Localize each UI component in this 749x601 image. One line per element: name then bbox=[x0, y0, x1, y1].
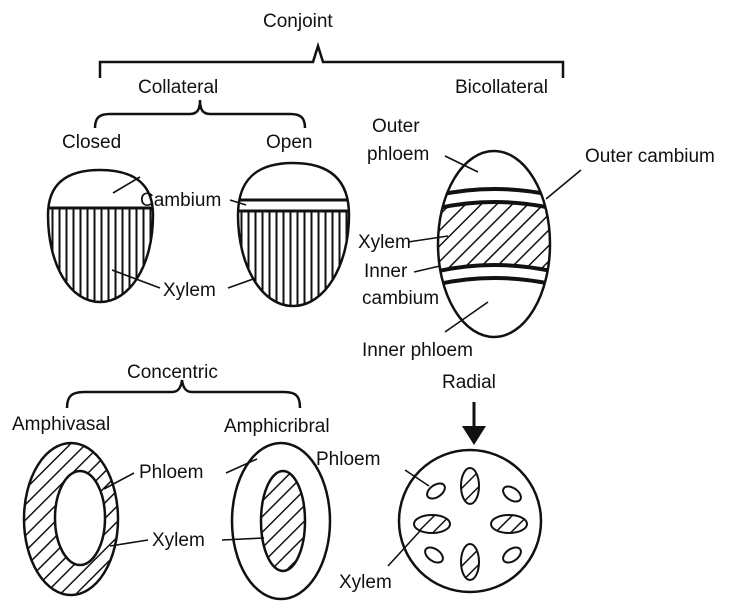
inner-phloem-label: Inner phloem bbox=[362, 340, 473, 361]
collateral-label: Collateral bbox=[138, 77, 218, 98]
xylem-collateral-label: Xylem bbox=[163, 280, 216, 301]
radial-arrow-head bbox=[462, 426, 486, 445]
closed-xylem-hatch bbox=[40, 208, 160, 308]
collateral-brace bbox=[95, 100, 305, 128]
xylem-pointer-open bbox=[228, 278, 256, 288]
outer-cambium-label: Outer cambium bbox=[585, 146, 715, 167]
concentric-brace bbox=[67, 380, 300, 408]
open-bundle bbox=[230, 163, 360, 312]
radial-phloem-bottom-left bbox=[422, 544, 445, 565]
inner-cambium-label-line1: Inner bbox=[364, 261, 408, 282]
xylem-bicollateral-label: Xylem bbox=[358, 232, 411, 253]
outer-cambium-pointer bbox=[546, 170, 581, 199]
xylem-concentric-pointer-right bbox=[222, 538, 264, 540]
radial-label: Radial bbox=[442, 372, 496, 393]
closed-phloem-pointer bbox=[113, 177, 140, 193]
conjoint-brace bbox=[100, 46, 563, 78]
radial-xylem-left bbox=[414, 515, 450, 533]
phloem-concentric-pointer-right bbox=[226, 459, 257, 473]
closed-label: Closed bbox=[62, 132, 121, 153]
outer-phloem-label-line2: phloem bbox=[367, 144, 429, 165]
radial-phloem-bottom-right bbox=[500, 544, 523, 565]
amphivasal-inner-outline bbox=[55, 471, 105, 565]
bicollateral-label: Bicollateral bbox=[455, 77, 548, 98]
radial-xylem-right bbox=[491, 515, 527, 533]
cambium-label: Cambium bbox=[140, 190, 221, 211]
inner-cambium-arc-2 bbox=[430, 278, 560, 286]
amphicribral-label: Amphicribral bbox=[224, 416, 330, 437]
amphivasal-bundle bbox=[24, 443, 118, 595]
radial-phloem-top-right bbox=[500, 483, 523, 504]
radial-phloem-top-left bbox=[424, 480, 447, 501]
xylem-band-hatch bbox=[430, 202, 560, 273]
radial-xylem-top bbox=[461, 468, 479, 504]
concentric-label: Concentric bbox=[127, 362, 218, 383]
xylem-concentric-label: Xylem bbox=[152, 530, 205, 551]
outer-phloem-label-line1: Outer bbox=[372, 116, 420, 137]
radial-bundle bbox=[399, 450, 541, 592]
xylem-radial-pointer bbox=[388, 531, 420, 566]
amphicribral-xylem-core bbox=[261, 471, 305, 571]
phloem-radial-label: Phloem bbox=[316, 449, 380, 470]
radial-xylem-bottom bbox=[461, 544, 479, 580]
amphivasal-label: Amphivasal bbox=[12, 414, 110, 435]
inner-cambium-pointer bbox=[414, 266, 440, 272]
inner-cambium-label-line2: cambium bbox=[362, 288, 439, 309]
open-label: Open bbox=[266, 132, 312, 153]
xylem-radial-label: Xylem bbox=[339, 572, 392, 593]
phloem-concentric-label: Phloem bbox=[139, 462, 203, 483]
bicollateral-bundle bbox=[430, 151, 560, 337]
conjoint-label: Conjoint bbox=[263, 11, 333, 32]
